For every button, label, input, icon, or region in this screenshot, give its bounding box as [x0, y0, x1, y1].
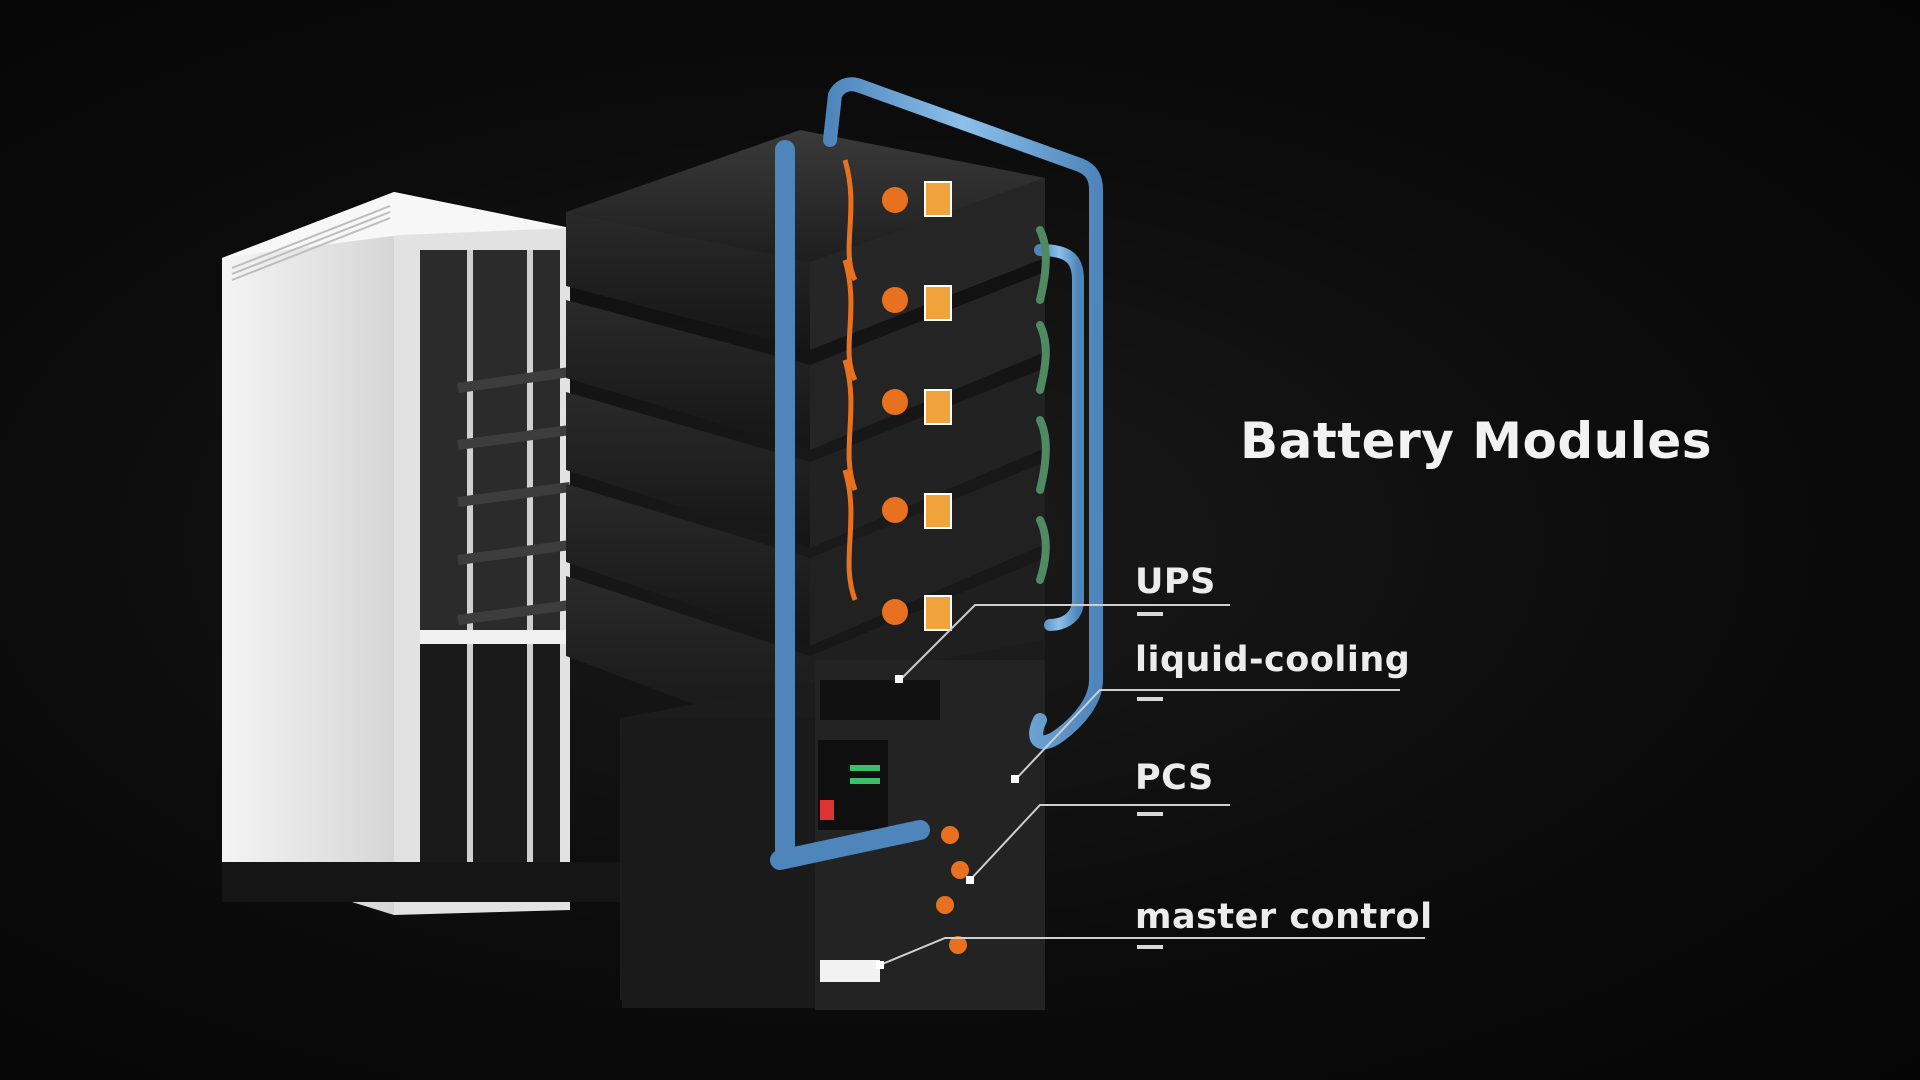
master-control-leader-line: [879, 937, 1425, 966]
master-control-label: master control: [1135, 897, 1433, 937]
ups-label: UPS: [1135, 562, 1216, 602]
pcs-leader-line: [969, 804, 1230, 881]
callout-anchor-dots: [876, 675, 1019, 969]
liquid-cooling-label: liquid-cooling: [1135, 640, 1411, 680]
battery-modules-title: Battery Modules: [1240, 412, 1713, 470]
liquid-cooling-pipes: [770, 77, 1103, 870]
cabinet-enclosure: [222, 192, 622, 915]
ups-leader-line: [899, 604, 1230, 681]
callout-lines: [879, 604, 1425, 966]
pcs-label: PCS: [1135, 758, 1214, 798]
liquid-cooling-leader-line: [1014, 689, 1400, 781]
callout-hatch-marks: [1137, 612, 1163, 949]
